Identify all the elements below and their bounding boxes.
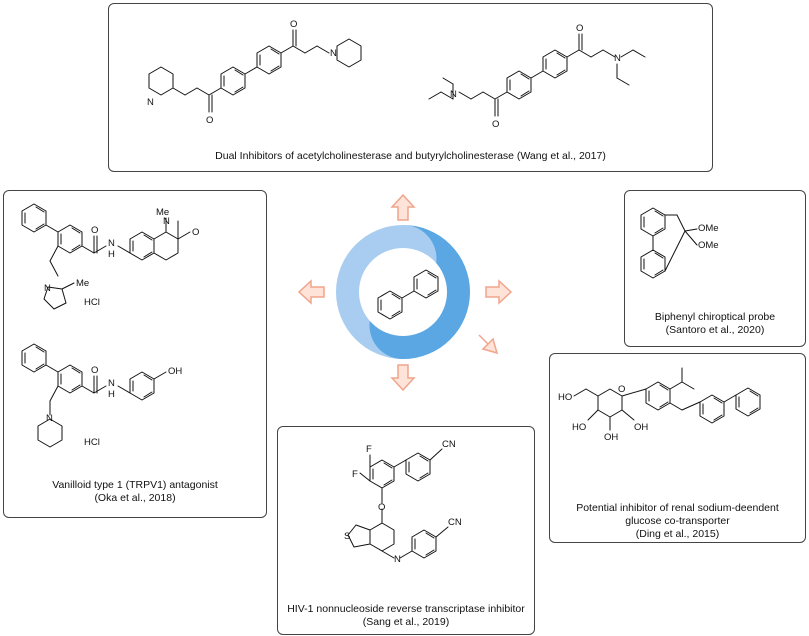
panel-chiroptical-probe: OMe OMe Biphenyl chiroptical probe (Sant… xyxy=(624,190,806,347)
atom-nh-trpv1-1: N xyxy=(108,238,115,249)
structure-chiroptical-probe: OMe OMe xyxy=(640,207,719,279)
atom-nh-amine: N xyxy=(394,554,401,565)
atom-oh-phenol: OH xyxy=(168,366,182,377)
atom-ho-sglt-2: HO xyxy=(572,422,586,433)
salt-hcl-1: HCl xyxy=(84,297,100,308)
caption-trpv1-line2: (Oka et al., 2018) xyxy=(94,492,176,504)
atom-n-left1: N xyxy=(147,97,154,108)
atom-ome-2: OMe xyxy=(698,240,719,251)
atom-o-trpv1-2: O xyxy=(91,365,98,376)
atom-ho-sglt: HO xyxy=(558,392,572,403)
panel-hiv-nnrti: F F CN O S N CN HIV-1 nonnucleoside reve… xyxy=(277,426,535,635)
atom-o-right2: O xyxy=(576,23,583,34)
atom-cn-2: CN xyxy=(448,517,462,528)
atom-n-right2: N xyxy=(614,53,621,64)
atom-oh-sglt-1: OH xyxy=(604,432,618,443)
panel-dual-inhibitors: N O O N N O O N xyxy=(108,3,713,172)
structure-hiv-nnrti: F F CN O S N CN xyxy=(344,439,462,565)
atom-n-lactam: N xyxy=(163,216,170,227)
arrow-left xyxy=(297,279,325,305)
caption-chiroptical-line1: Biphenyl chiroptical probe xyxy=(654,311,776,323)
atom-o-ether: O xyxy=(378,502,385,513)
arrow-right xyxy=(485,279,513,305)
atom-s-thiophene: S xyxy=(344,531,350,542)
caption-hiv-line1: HIV-1 nonnucleoside reverse transcriptas… xyxy=(287,603,525,615)
caption-sglt-line1: Potential inhibitor of renal sodium-deen… xyxy=(576,502,779,514)
caption-chiroptical-line2: (Santoro et al., 2020) xyxy=(665,324,765,336)
biphenyl-structure xyxy=(377,269,439,320)
caption-hiv-line2: (Sang et al., 2019) xyxy=(362,616,450,628)
caption-sglt-line3: (Ding et al., 2015) xyxy=(635,528,720,540)
atom-n-left2: N xyxy=(330,48,337,59)
atom-n-piperidine: N xyxy=(46,413,53,424)
arrow-down-right xyxy=(478,334,499,355)
atom-n-right1: N xyxy=(450,89,457,100)
caption-trpv1-line1: Vanilloid type 1 (TRPV1) antagonist xyxy=(52,479,218,491)
atom-nh-h-trpv1-1: H xyxy=(108,249,115,260)
atom-ome-1: OMe xyxy=(698,223,719,234)
atom-n-pyrrolidine: N xyxy=(44,283,51,294)
atom-nh-h-trpv1-2: H xyxy=(108,389,115,400)
caption-sglt-line2: glucose co-transporter xyxy=(625,515,730,527)
arrow-up xyxy=(390,193,416,221)
atom-o-left1: O xyxy=(206,115,213,126)
panel-sglt-inhibitor: HO O HO OH OH Potential inhibitor of ren… xyxy=(549,353,806,543)
atom-me-pyrrolidine: Me xyxy=(76,278,89,289)
atom-o-trpv1-1: O xyxy=(91,225,98,236)
atom-f-2: F xyxy=(352,469,358,480)
atom-cn-1: CN xyxy=(442,439,456,450)
structure-trpv1-antagonists: O N H N Me N Me O HCl O N H N OH xyxy=(21,203,199,448)
atom-o-left2: O xyxy=(290,19,297,30)
atom-o-lactam: O xyxy=(192,227,199,238)
center-swirl xyxy=(369,225,470,359)
atom-nh-trpv1-2: N xyxy=(108,378,115,389)
caption-dual-inhibitors: Dual Inhibitors of acetylcholinesterase … xyxy=(215,150,606,162)
center-circle xyxy=(336,225,470,359)
structure-sglt-inhibitor: HO O HO OH OH xyxy=(558,367,761,443)
structure-dual-inhibitors: N O O N N O O N xyxy=(147,19,646,130)
salt-hcl-2: HCl xyxy=(84,437,100,448)
atom-o-ring: O xyxy=(618,384,625,395)
atom-oh-sglt-2: OH xyxy=(634,422,648,433)
arrow-down xyxy=(390,364,416,392)
atom-me-lactam: Me xyxy=(156,207,169,218)
atom-f-1: F xyxy=(366,444,372,455)
atom-o-right1: O xyxy=(492,119,499,130)
panel-trpv1-antagonist: O N H N Me N Me O HCl O N H N OH xyxy=(3,190,267,518)
